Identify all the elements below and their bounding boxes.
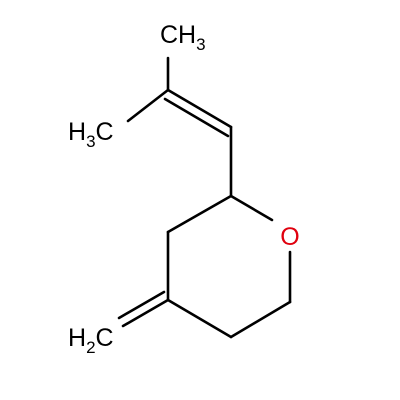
methyl-left-label: H3C [68,118,114,151]
bond-ring-3 [166,298,233,339]
bond-c1-methyl-left [126,88,170,123]
methyl-top-label: CH3 [160,21,206,54]
bond-ring-1 [166,194,233,234]
bonds [117,56,292,339]
bond-exo-double-outer [121,298,170,328]
bond-exo-double-inner [117,290,166,320]
bond-ring-4 [229,300,292,339]
methylene-label: H2C [68,324,114,357]
oxygen-atom-label: O [280,223,299,251]
bond-c1-c2-double-outer [166,88,233,129]
bond-c1-c2-double-inner [163,97,230,138]
bond-ring-6 [229,194,274,222]
